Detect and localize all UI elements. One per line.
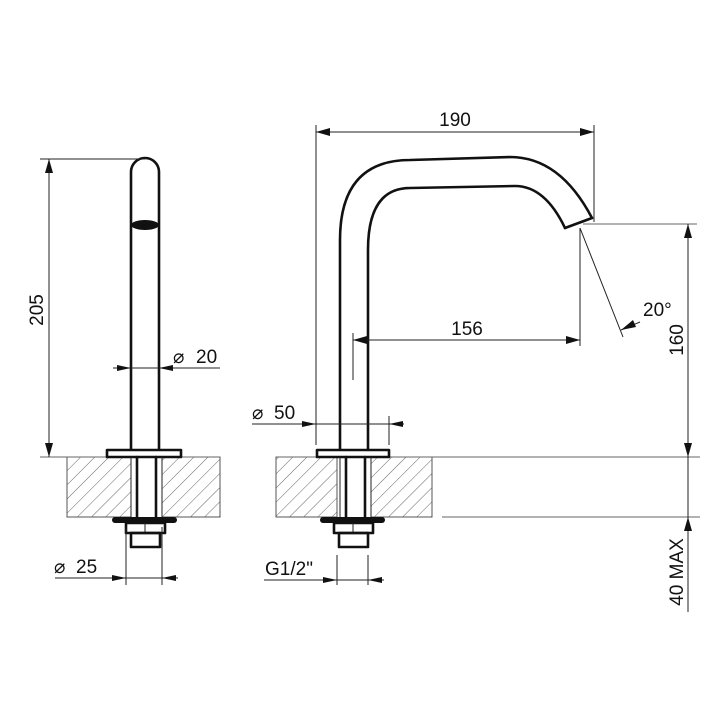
aerator-icon	[131, 220, 159, 230]
pipe-diameter-label: 20	[196, 347, 217, 368]
deck-thickness-label: 40 MAX	[667, 538, 688, 606]
flange-diameter-label: 50	[274, 403, 295, 424]
washer-left	[112, 517, 177, 523]
dimension-205: 205	[27, 158, 145, 457]
pipe-diameter-symbol: ⌀	[173, 347, 184, 368]
flange-diameter-symbol: ⌀	[252, 403, 263, 424]
dimension-angle: 20°	[579, 227, 672, 338]
spout-pipe-side	[129, 156, 161, 451]
dimension-190: 190	[315, 110, 595, 410]
dimension-shank-diameter: ⌀ 25	[54, 527, 178, 585]
dimension-pipe-diameter: ⌀ 20	[113, 347, 220, 371]
height-label: 205	[27, 294, 48, 326]
spout-height-label: 160	[667, 324, 688, 356]
thread-left	[129, 531, 162, 549]
dimension-flange-diameter: ⌀ 50	[252, 403, 404, 445]
dimension-40-max: 40 MAX	[667, 457, 692, 612]
washer-right	[320, 517, 385, 523]
front-view: 190 156 20° 160	[252, 110, 700, 612]
thread-label: G1/2"	[265, 559, 313, 580]
side-view: 205 ⌀ 20 ⌀ 25	[27, 156, 221, 585]
deck-section-left	[40, 456, 221, 518]
shank-diameter-symbol: ⌀	[54, 557, 65, 578]
spout-body-front	[338, 155, 594, 451]
deck-section-right	[275, 456, 700, 518]
reach-label: 190	[439, 110, 471, 131]
thread-right	[337, 531, 370, 549]
shank-diameter-label: 25	[76, 557, 97, 578]
flange-left	[105, 448, 183, 459]
dimension-160: 160	[583, 223, 697, 457]
inner-reach-label: 156	[451, 319, 483, 340]
dimension-156: 156	[352, 228, 581, 380]
dimension-thread: G1/2"	[264, 555, 384, 585]
flange-right	[315, 448, 391, 459]
angle-label: 20°	[643, 300, 672, 321]
